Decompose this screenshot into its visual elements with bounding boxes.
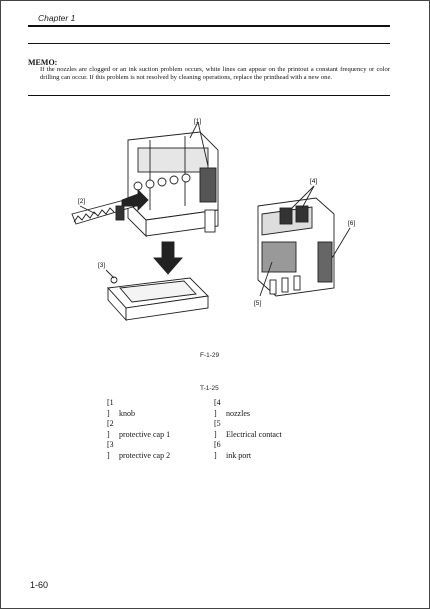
memo-text: If the nozzles are clogged or an ink suc…: [40, 66, 390, 82]
callout-6: [6]: [348, 220, 356, 227]
callout-5: [5]: [254, 300, 262, 307]
header-rule: [28, 25, 390, 27]
item-bracket: ]: [107, 450, 110, 460]
table-cell: [6 ] ink port: [214, 440, 251, 461]
item-bracket: ]: [214, 429, 217, 439]
callout-4: [4]: [310, 178, 318, 185]
item-number: [3: [107, 440, 114, 449]
callout-2: [2]: [78, 198, 86, 205]
table-cell: [3 ] protective cap 2: [107, 440, 170, 461]
figure-caption: F-1-29: [200, 352, 220, 359]
table-cell: [1 ] knob: [107, 398, 135, 419]
item-bracket: ]: [214, 408, 217, 418]
item-number: [5: [214, 419, 221, 428]
item-number: [1: [107, 398, 114, 407]
item-label: ink port: [226, 450, 252, 460]
printhead-drawing: [71, 121, 351, 322]
page-number: 1-60: [30, 580, 49, 590]
item-number: [6: [214, 440, 221, 449]
item-bracket: ]: [107, 429, 110, 439]
table-cell: [5 ] Electrical contact: [214, 419, 282, 440]
table-cell: [4 ] nozzles: [214, 398, 250, 419]
item-number: [2: [107, 419, 114, 428]
chapter-header: Chapter 1: [38, 13, 76, 23]
item-label: protective cap 2: [119, 450, 171, 460]
callout-1: [1]: [194, 118, 202, 125]
item-label: nozzles: [226, 408, 250, 418]
memo-top-rule: [28, 43, 390, 44]
table-caption: T-1-25: [200, 385, 219, 392]
item-label: Electrical contact: [226, 429, 282, 439]
memo-bottom-rule: [28, 95, 390, 96]
item-label: protective cap 1: [119, 429, 171, 439]
item-label: knob: [119, 408, 135, 418]
item-bracket: ]: [214, 450, 217, 460]
item-bracket: ]: [107, 408, 110, 418]
printhead-illustration: [1] [2] [3] [4] [5] [6]: [50, 110, 390, 350]
table-cell: [2 ] protective cap 1: [107, 419, 170, 440]
item-number: [4: [214, 398, 221, 407]
memo-title: MEMO:: [28, 58, 58, 67]
callout-3: [3]: [98, 262, 106, 269]
